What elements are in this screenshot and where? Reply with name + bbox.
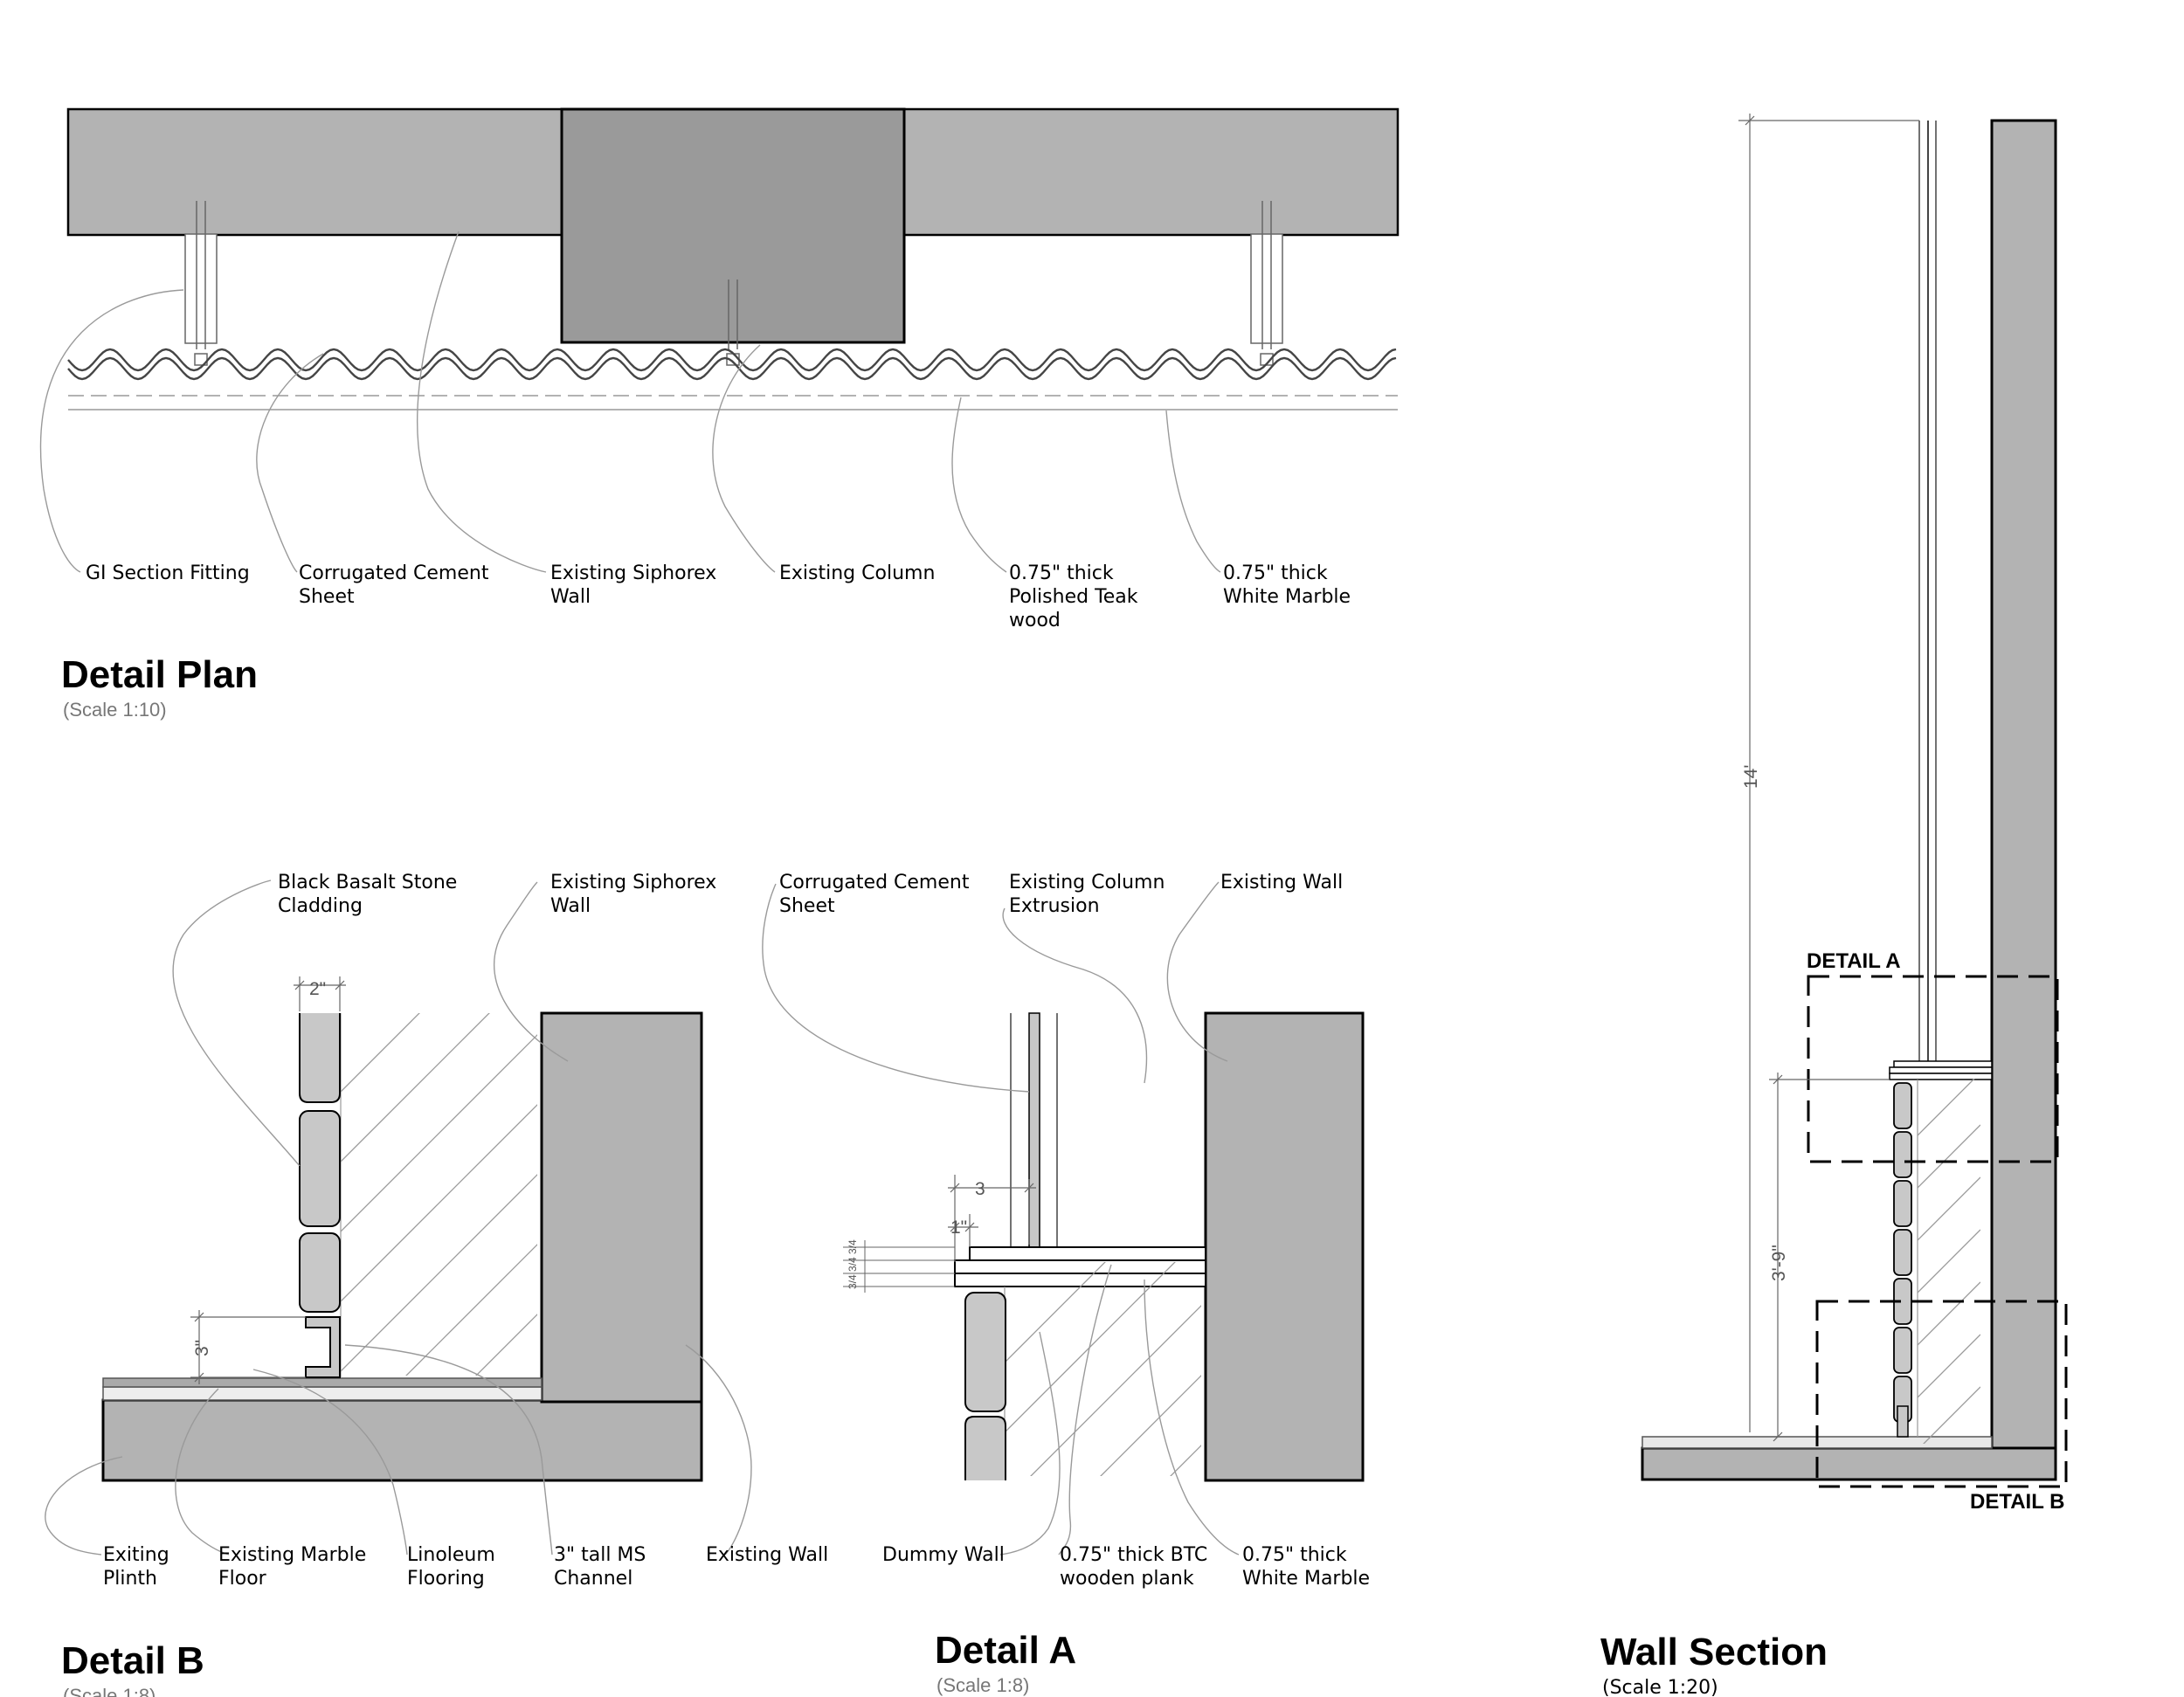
siphorex-wall-right [902,107,1400,237]
wall-section-drawing: DETAIL A DETAIL B 14' 3'-9" Wall Section… [1600,114,2068,1697]
existing-plinth [101,1398,703,1482]
ws-stone [1893,1180,1912,1227]
detail-plan-scale: (Scale 1:10) [63,699,167,721]
dim-stone-width [294,976,346,1011]
existing-column [560,107,906,344]
detail-b-tag: DETAIL B [1970,1490,2064,1514]
dim-layers [843,1240,955,1293]
dim-channel-height [190,1310,306,1384]
gi-fitting-left [184,201,218,366]
dim-total-height [1738,114,1919,1432]
detail-a-callout-box [1807,975,2059,1163]
detail-a-tag: DETAIL A [1807,949,1901,973]
ms-channel [305,1316,341,1378]
detail-b-callout-box [1815,1300,2068,1488]
existing-wall-b [540,1011,703,1404]
linoleum-flooring [102,1377,543,1388]
dim-dado-height [1769,1073,1890,1442]
dim-total-height-text: 14' [1741,765,1761,789]
dim-overhang-text: 1" [950,1218,967,1238]
marble-base-layer [954,1273,1206,1287]
dummy-wall-stones [964,1292,1006,1480]
detail-a-scale: (Scale 1:8) [936,1674,1029,1696]
dim-offset-text: 3 [975,1179,985,1199]
ws-existing-wall [1990,119,2057,1450]
plan-label-existing-column: Existing Column [779,562,935,584]
a-label-dummy-wall: Dummy Wall [882,1544,1005,1566]
dim-overhang [948,1214,978,1247]
ws-plinth [1641,1446,2057,1481]
detail-plan-title: Detail Plan [61,653,258,696]
gi-fitting-right [1250,201,1283,366]
dim-dado-height-text: 3'-9" [1769,1245,1789,1281]
b-label-existing-wall: Existing Wall [706,1544,828,1566]
dim-stone-width-text: 2" [309,979,326,999]
siphorex-wall-left [66,107,563,237]
marble-layer-a [969,1246,1206,1261]
dim-channel-height-text: 3" [192,1340,212,1356]
plan-label-gi-section-fitting: GI Section Fitting [86,562,250,584]
ws-stone [1893,1229,1912,1276]
corrugated-sheet-a [1028,1012,1040,1248]
wall-section-scale: (Scale 1:20) [1602,1677,1718,1697]
a-label-existing-wall: Existing Wall [1220,872,1343,893]
ws-stone [1893,1082,1912,1129]
ws-stone [1893,1327,1912,1374]
wall-section-title: Wall Section [1600,1631,1828,1673]
btc-plank-layer [954,1259,1206,1274]
detail-b-scale: (Scale 1:8) [63,1685,156,1697]
basalt-stone-cladding [299,1013,341,1313]
ws-stone [1893,1131,1912,1178]
detail-a-title: Detail A [935,1629,1076,1672]
ws-stone-cladding [1893,1082,1912,1423]
dim-layers-text: 3/4 3/4 3/4 [847,1239,859,1289]
detail-b-title: Detail B [61,1639,204,1682]
marble-floor-b [102,1386,543,1401]
existing-wall-a [1204,1011,1365,1482]
corrugated-sheet [67,348,1397,372]
